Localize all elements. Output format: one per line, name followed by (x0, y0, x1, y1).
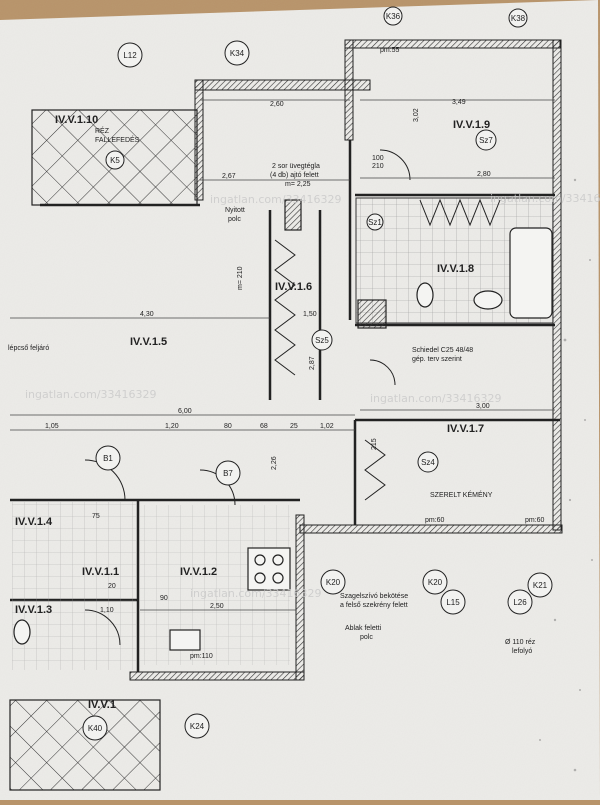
dimension-value: 2,87 (309, 356, 316, 370)
dimension-value: 215 (371, 438, 378, 450)
washbasin (473, 290, 503, 310)
note-text: polc (228, 216, 241, 223)
dimension-value: 210 (372, 163, 384, 170)
note-text: 2 sor üvegtégla (272, 163, 320, 170)
note-text: pm:110 (190, 653, 213, 660)
note-text: m= 2,25 (285, 181, 311, 188)
dimension-value: 4,30 (140, 311, 154, 318)
watermark-text: ingatlan.com/33416329 (210, 193, 342, 206)
room-label: IV.V.1.8 (437, 263, 474, 275)
dimension-value: 2,50 (210, 603, 224, 610)
dimension-value: 3,49 (452, 99, 466, 106)
tag-label: L26 (513, 598, 527, 607)
dimension-value: 3,02 (413, 108, 420, 122)
tag-label: K36 (386, 12, 401, 21)
tag-label: Sz5 (315, 336, 329, 345)
exterior-walls (129, 39, 563, 681)
room-label: IV.V.1.3 (15, 604, 52, 616)
dimension-value: 2,60 (270, 101, 284, 108)
tag-label: K20 (326, 578, 341, 587)
tag-label: K20 (428, 578, 443, 587)
note-text: polc (360, 634, 373, 641)
watermark-text: ingatlan.com/33416329 (370, 392, 502, 405)
dimension-value: 6,00 (178, 408, 192, 415)
shelf-column (284, 199, 302, 231)
toilet (416, 282, 434, 308)
dimension-value: 25 (290, 423, 298, 430)
note-text: Schiedel C25 48/48 (412, 347, 473, 354)
tag-label: K24 (190, 722, 205, 731)
room-label: IV.V.1.7 (447, 423, 484, 435)
room-label: IV.V.1.1 (82, 566, 119, 578)
dimension-lines (10, 99, 555, 611)
balcony-tiles-bottom (9, 699, 161, 791)
dimension-value: 1,10 (100, 607, 114, 614)
note-text: Ablak feletti (345, 625, 382, 632)
tag-label: K38 (511, 14, 526, 23)
stove (247, 547, 291, 591)
dimension-value: 1,02 (320, 423, 334, 430)
note-text: Szagelszívó bekötése (340, 593, 408, 600)
tag-label: Sz1 (368, 218, 382, 227)
note-text: gép. terv szerint (412, 356, 462, 363)
tag-label: L15 (446, 598, 460, 607)
dimension-value: 68 (260, 423, 268, 430)
dimension-value: 90 (160, 595, 168, 602)
shared-bath-tiles (12, 502, 136, 670)
tag-label: K40 (88, 724, 103, 733)
dimension-value: 2,67 (222, 173, 236, 180)
tag-label: K34 (230, 49, 245, 58)
fixtures (13, 199, 553, 651)
tag-label: B1 (103, 454, 113, 463)
tag-label: K5 (110, 156, 120, 165)
note-text: pm:60 (525, 517, 545, 524)
tag-label: Sz4 (421, 458, 435, 467)
dimension-value: 20 (108, 583, 116, 590)
note-text: pm:60 (425, 517, 445, 524)
note-text: Nyitott (225, 207, 245, 214)
tag-label: K21 (533, 581, 548, 590)
chimney (357, 299, 387, 329)
dimension-value: 1,50 (303, 311, 317, 318)
note-text: pm:55 (380, 47, 400, 54)
room-label: IV.V.1 (88, 699, 116, 711)
toilet-2 (13, 619, 31, 645)
dimension-value: 1,05 (45, 423, 59, 430)
note-text: FALLEFEDÉS (95, 135, 140, 144)
note-text: Ø 110 réz (505, 639, 536, 646)
tag-label: Sz7 (479, 136, 493, 145)
room-label: IV.V.1.10 (55, 114, 98, 126)
note-text: lépcső feljáró (8, 345, 49, 352)
dimension-value: 75 (92, 513, 100, 520)
sink-kitchen (169, 629, 201, 651)
watermark-text: ingatlan.com/33416329 (190, 587, 322, 600)
dimension-value: 3,00 (476, 403, 490, 410)
note-text: a felső szekrény felett (340, 602, 408, 609)
room-label: IV.V.1.9 (453, 119, 490, 131)
dimension-value: 2,80 (477, 171, 491, 178)
room-label: IV.V.1.2 (180, 566, 217, 578)
room-label: IV.V.1.5 (130, 336, 167, 348)
door-swings (84, 149, 411, 646)
note-text: m= 210 (237, 266, 244, 290)
tag-label: L12 (123, 51, 137, 60)
bathtub (509, 227, 553, 319)
note-text: SZERELT KÉMÉNY (430, 490, 493, 499)
room-label: IV.V.1.4 (15, 516, 53, 528)
dimension-value: 100 (372, 155, 384, 162)
tag-label: B7 (223, 469, 233, 478)
note-text: (4 db) ajtó felett (270, 172, 319, 179)
note-text: lefolyó (512, 648, 532, 655)
watermark-text: ingatlan.com/33416329 (25, 388, 157, 401)
dimension-value: 2,26 (271, 456, 278, 470)
room-label: IV.V.1.6 (275, 281, 312, 293)
note-text: RÉZ (95, 126, 110, 135)
wardrobe-symbols (274, 198, 501, 501)
dimension-value: 80 (224, 423, 232, 430)
tag-circles (82, 6, 553, 741)
watermark-text: ingatlan.com/33416329 (490, 192, 600, 205)
dimension-value: 1,20 (165, 423, 179, 430)
